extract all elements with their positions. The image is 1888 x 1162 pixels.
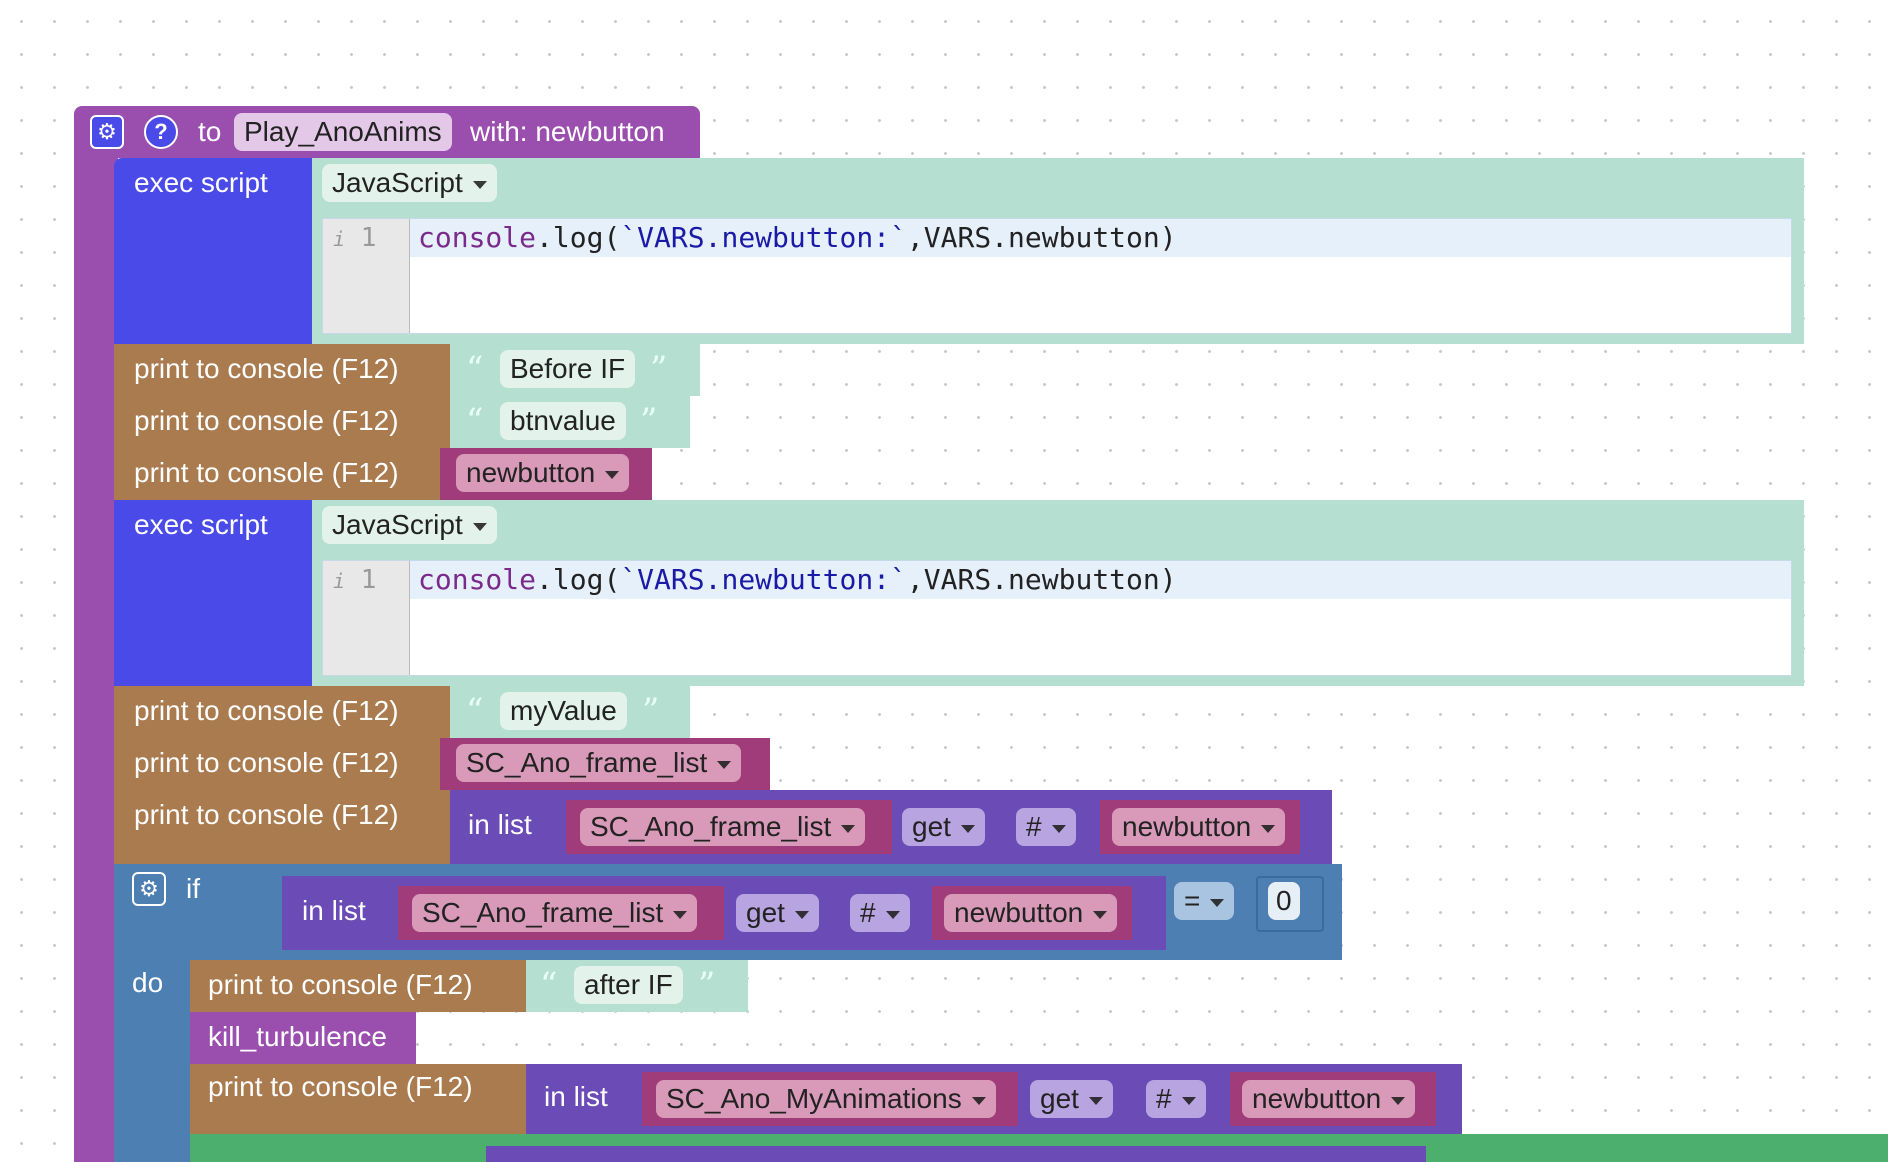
- index-variable-dropdown[interactable]: newbutton: [1112, 808, 1286, 846]
- exec-script-label: exec script: [134, 167, 268, 198]
- list-variable-dropdown[interactable]: SC_Ano_frame_list: [580, 808, 866, 846]
- code-rest: ,VARS.newbutton): [906, 221, 1177, 254]
- variable-dropdown[interactable]: SC_Ano_frame_list: [456, 744, 742, 782]
- text-field[interactable]: btnvalue: [500, 402, 626, 440]
- procedure-keyword: to: [198, 116, 222, 147]
- in-list-label: in list: [302, 895, 366, 926]
- code-fn: console: [418, 221, 537, 254]
- code-editor[interactable]: i 1 console.log(`VARS.newbutton:`,VARS.n…: [322, 218, 1792, 334]
- close-quote-icon: ”: [640, 401, 658, 441]
- variable-dropdown[interactable]: newbutton: [456, 454, 630, 492]
- procedure-name-field[interactable]: Play_AnoAnims: [234, 113, 452, 151]
- question-icon[interactable]: ?: [144, 115, 178, 149]
- print-block[interactable]: [114, 738, 450, 790]
- print-label: print to console (F12): [208, 969, 473, 1000]
- print-block[interactable]: [114, 686, 450, 738]
- exec-script-block[interactable]: [114, 500, 312, 686]
- text-field[interactable]: after IF: [574, 966, 683, 1004]
- code-string: `VARS.newbutton:`: [620, 221, 907, 254]
- language-dropdown[interactable]: JavaScript: [322, 506, 497, 544]
- line-number: i 1: [333, 565, 377, 595]
- close-quote-icon: ”: [698, 965, 716, 1005]
- code-line[interactable]: console.log(`VARS.newbutton:`,VARS.newbu…: [410, 561, 1791, 599]
- print-label: print to console (F12): [134, 457, 399, 488]
- code-rest: ,VARS.newbutton): [906, 563, 1177, 596]
- in-list-label: in list: [468, 809, 532, 840]
- print-label: print to console (F12): [134, 799, 399, 830]
- code-line[interactable]: console.log(`VARS.newbutton:`,VARS.newbu…: [410, 219, 1791, 257]
- index-mode-dropdown[interactable]: #: [1016, 808, 1076, 846]
- language-dropdown[interactable]: JavaScript: [322, 164, 497, 202]
- print-block[interactable]: [114, 396, 450, 448]
- get-operation-dropdown[interactable]: get: [1030, 1080, 1113, 1118]
- code-string: `VARS.newbutton:`: [620, 563, 907, 596]
- list-variable-dropdown[interactable]: SC_Ano_MyAnimations: [656, 1080, 996, 1118]
- gear-icon[interactable]: ⚙: [132, 872, 166, 906]
- print-label: print to console (F12): [208, 1071, 473, 1102]
- compare-operator-dropdown[interactable]: =: [1174, 882, 1235, 920]
- code-editor[interactable]: i 1 console.log(`VARS.newbutton:`,VARS.n…: [322, 560, 1792, 676]
- if-left-rail: [114, 956, 190, 1162]
- print-block[interactable]: [190, 1064, 526, 1134]
- if-label: if: [186, 873, 200, 904]
- editor-gutter: [323, 561, 410, 675]
- index-variable-dropdown[interactable]: newbutton: [1242, 1080, 1416, 1118]
- exec-script-label: exec script: [134, 509, 268, 540]
- code-fn: console: [418, 563, 537, 596]
- index-mode-dropdown[interactable]: #: [1146, 1080, 1206, 1118]
- print-label: print to console (F12): [134, 405, 399, 436]
- gear-icon[interactable]: ⚙: [90, 115, 124, 149]
- line-number: i 1: [333, 223, 377, 253]
- print-label: print to console (F12): [134, 747, 399, 778]
- procedure-call-block[interactable]: [190, 1012, 416, 1064]
- open-quote-icon: “: [466, 691, 484, 731]
- code-dot: .log(: [536, 563, 621, 596]
- print-label: print to console (F12): [134, 353, 399, 384]
- open-quote-icon: “: [466, 401, 484, 441]
- close-quote-icon: ”: [650, 349, 668, 389]
- do-label: do: [132, 967, 164, 998]
- open-quote-icon: “: [540, 965, 558, 1005]
- in-list-label: in list: [544, 1081, 608, 1112]
- info-icon: i: [333, 569, 346, 593]
- procedure-call-label: kill_turbulence: [208, 1021, 387, 1052]
- info-icon: i: [333, 227, 346, 251]
- get-operation-dropdown[interactable]: get: [902, 808, 985, 846]
- code-dot: .log(: [536, 221, 621, 254]
- open-quote-icon: “: [466, 349, 484, 389]
- print-block[interactable]: [114, 448, 450, 500]
- text-field[interactable]: Before IF: [500, 350, 636, 388]
- procedure-left-rail: [74, 150, 118, 1162]
- number-field[interactable]: 0: [1268, 882, 1300, 920]
- print-label: print to console (F12): [134, 695, 399, 726]
- editor-gutter: [323, 219, 410, 333]
- get-operation-dropdown[interactable]: get: [736, 894, 819, 932]
- print-block[interactable]: [190, 960, 526, 1012]
- index-mode-dropdown[interactable]: #: [850, 894, 910, 932]
- procedure-params: with: newbutton: [470, 116, 665, 147]
- next-block-inner-partial: [486, 1146, 1426, 1162]
- text-field[interactable]: myValue: [500, 692, 627, 730]
- exec-script-block[interactable]: [114, 158, 312, 344]
- print-block[interactable]: [114, 344, 450, 396]
- index-variable-dropdown[interactable]: newbutton: [944, 894, 1118, 932]
- print-block[interactable]: [114, 790, 450, 864]
- close-quote-icon: ”: [642, 691, 660, 731]
- list-variable-dropdown[interactable]: SC_Ano_frame_list: [412, 894, 698, 932]
